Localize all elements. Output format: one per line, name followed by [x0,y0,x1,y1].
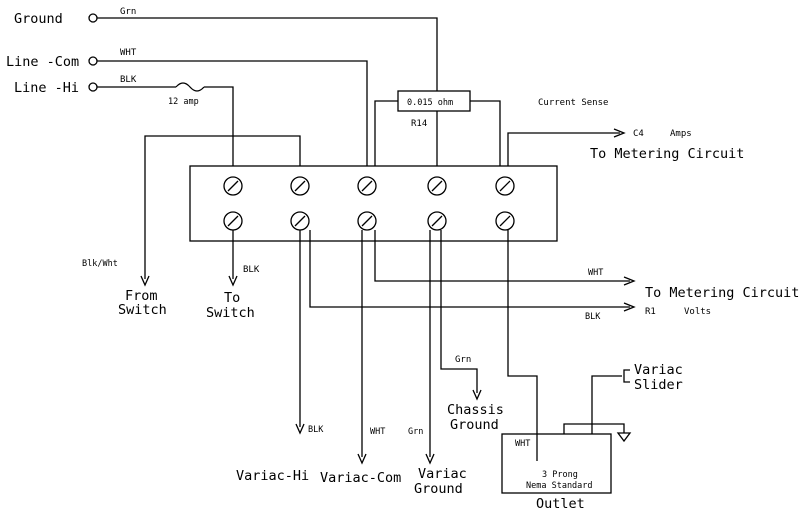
variac-hi-arrow [295,423,305,435]
amps-dest-label: To Metering Circuit [590,146,744,162]
from-switch-arrow [140,275,150,287]
screw-top-3 [357,176,377,196]
variac-ground-line2: Ground [414,481,463,497]
line-com-input-terminal [88,56,98,66]
line-com-wire [97,60,368,176]
from-switch-wire [144,135,301,279]
resistor-left-lead [374,100,398,176]
terminal-block [189,165,558,242]
wht-outlet-label: WHT [515,439,530,449]
screw-bottom-5 [495,211,515,231]
outlet-ground-symbol [616,432,632,443]
line-com-input-label: Line -Com [6,54,79,70]
wht-top-label: WHT [120,48,137,58]
current-sense-caption: Current Sense [538,98,608,108]
volts-blk-arrow [623,302,636,312]
amps-cap-label: C4 [633,129,644,139]
chassis-line2: Ground [450,417,499,433]
grn-top-label: Grn [120,7,136,17]
screw-bottom-4 [427,211,447,231]
ground-wire [97,17,438,176]
variac-slider-line1: Variac [634,362,683,378]
fuse-symbol [175,82,205,92]
volts-dest-label: To Metering Circuit [645,285,799,301]
outlet-label: Outlet [536,496,585,512]
ground-input-terminal [88,13,98,23]
screw-top-1 [223,176,243,196]
outlet-box [501,433,612,494]
volts-ref-label: R1 [645,307,656,317]
blk-variac-label: BLK [308,425,324,435]
variac-slider-wire [591,375,622,461]
variac-com-arrow [357,453,367,465]
grn-chassis-label: Grn [455,355,471,365]
variac-slider-bracket [623,369,630,383]
blk-to-switch-label: BLK [243,265,260,275]
chassis-ground-wire [440,230,478,393]
volts-wht-arrow [623,276,636,286]
line-hi-wire-after-fuse [204,86,234,176]
resistor-value: 0.015 ohm [407,98,453,108]
from-switch-line1: From [125,288,158,304]
volts-unit-label: Volts [684,307,711,317]
from-switch-line2: Switch [118,302,167,318]
fuse-rating-label: 12 amp [168,97,199,107]
variac-ground-arrow [425,453,435,465]
wht-meter-label: WHT [588,268,603,278]
amps-meter-wire [507,132,620,176]
line-hi-input-terminal [88,82,98,92]
blk-wht-label: Blk/Wht [82,259,118,269]
variac-hi-label: Variac-Hi [236,468,309,484]
blk-meter-label: BLK [585,312,601,322]
amps-meter-arrow [613,128,626,138]
to-switch-line1: To [224,290,240,306]
screw-bottom-1 [223,211,243,231]
volts-wht-wire [374,230,630,282]
screw-top-4 [427,176,447,196]
grn-variac-label: Grn [408,427,423,437]
variac-com-label: Variac-Com [320,470,401,486]
variac-ground-line1: Variac [418,466,467,482]
screw-bottom-3 [357,211,377,231]
chassis-ground-arrow [472,389,482,401]
ground-input-label: Ground [14,11,63,27]
screw-bottom-2 [290,211,310,231]
current-sense-resistor [397,90,471,112]
amps-unit-label: Amps [670,129,692,139]
outlet-hot-wire [507,230,538,461]
blk-top-label: BLK [120,75,137,85]
volts-blk-wire [309,230,630,308]
to-switch-arrow [228,275,238,287]
wht-variac-label: WHT [370,427,385,437]
chassis-line1: Chassis [447,402,504,418]
resistor-ref: R14 [411,119,427,129]
outlet-line1: 3 Prong [542,470,578,480]
screw-top-5 [495,176,515,196]
screw-top-2 [290,176,310,196]
outlet-line2: Nema Standard [526,481,593,491]
variac-slider-line2: Slider [634,377,683,393]
to-switch-line2: Switch [206,305,255,321]
line-hi-input-label: Line -Hi [14,80,79,96]
resistor-right-lead [470,100,501,176]
